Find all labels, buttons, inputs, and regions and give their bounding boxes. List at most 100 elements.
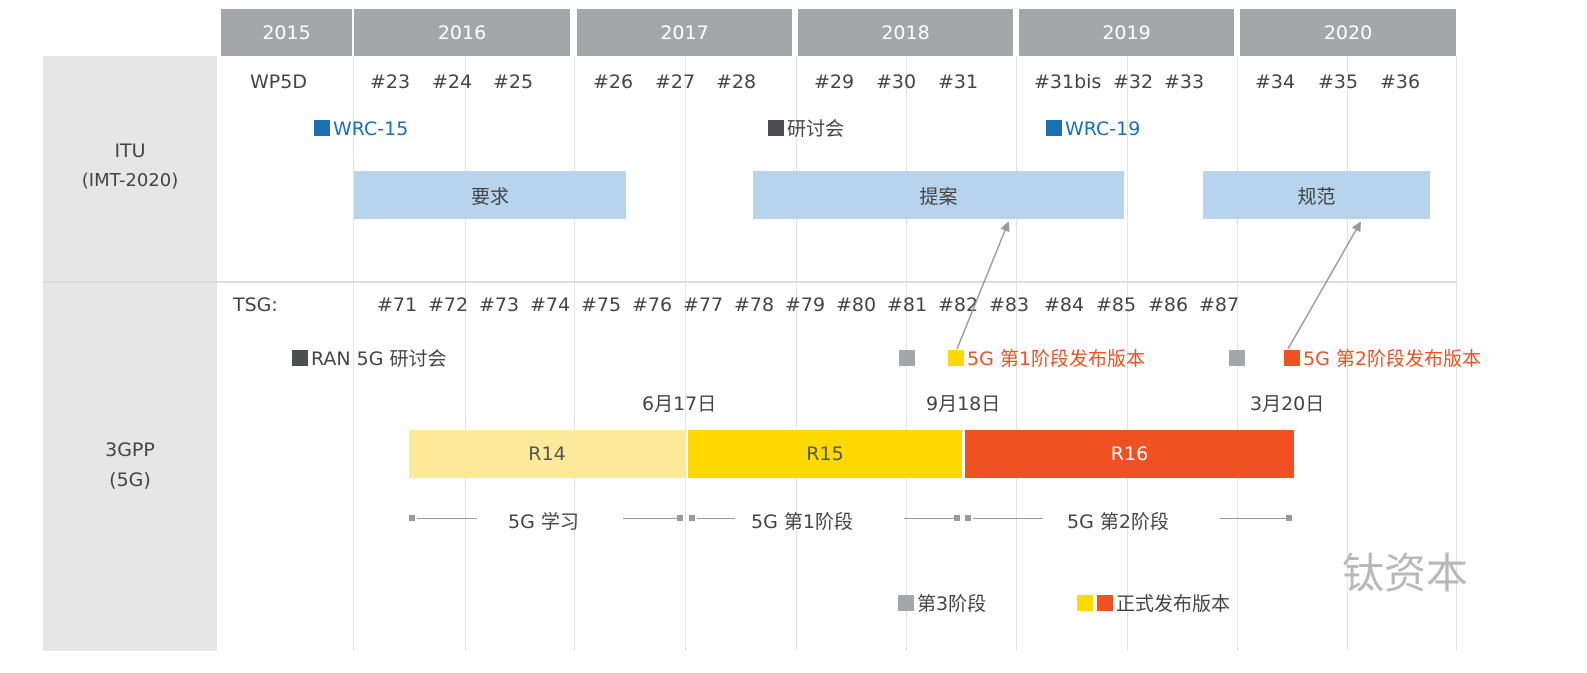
phase1-release-event: 5G 第1阶段发布版本 [948,347,1145,371]
itu-meeting: #24 [432,71,473,93]
grid-line [465,56,466,651]
wp5d-label: WP5D [250,71,307,93]
itu-meeting: #35 [1318,71,1359,93]
dark-square-icon [768,120,784,136]
year-2018: 2018 [798,9,1013,56]
tsg-meeting: #75 [581,294,622,316]
tsg-meeting: #85 [1096,294,1137,316]
itu-proposals-box: 提案 [753,171,1124,219]
year-2020: 2020 [1240,9,1456,56]
itu-meeting: #34 [1255,71,1296,93]
yellow-square-icon [948,350,964,366]
legend-official-release: 正式发布版本 [1077,592,1230,616]
itu-requirements-box: 要求 [354,171,626,219]
range-line [973,518,1043,519]
blue-square-icon [1046,120,1062,136]
ran-workshop-label: RAN 5G 研讨会 [311,348,447,370]
grid-line [353,56,354,651]
grid-line [1456,56,1457,651]
itu-meeting: #29 [814,71,855,93]
itu-meeting: #32 [1113,71,1154,93]
range-end-marker [677,515,683,521]
tsg-meeting: #73 [479,294,520,316]
gpp-side-panel: 3GPP (5G) [43,283,217,651]
specification-label: 规范 [1297,185,1336,208]
gpp-title: 3GPP [105,439,155,461]
requirements-label: 要求 [470,185,509,208]
range-end-marker [409,515,415,521]
year-2017: 2017 [577,9,792,56]
legend-phase3: 第3阶段 [898,592,986,616]
section-separator [43,281,1457,283]
tsg-meeting: #86 [1148,294,1189,316]
grid-line [796,56,797,651]
date-label: 6月17日 [642,393,717,415]
year-2019: 2019 [1019,9,1234,56]
arrow-phase2-to-specification [1287,221,1361,350]
r16-label: R16 [1110,443,1149,465]
arrow-phase1-to-proposals [956,221,1010,350]
phase2-release-event: 5G 第2阶段发布版本 [1284,347,1481,371]
date-label: 9月18日 [926,393,1001,415]
gray-square-icon [899,350,915,366]
itu-meeting: #25 [493,71,534,93]
itu-meeting: #33 [1164,71,1205,93]
r15-label: R15 [806,443,844,465]
range-line [697,518,735,519]
grid-line [1127,56,1128,651]
tsg-meeting: #77 [683,294,724,316]
tsg-meeting: #78 [734,294,775,316]
gray-square-icon [898,595,914,611]
itu-meeting: #23 [370,71,411,93]
phase1-label: 5G 第1阶段 [751,511,853,533]
release-bar-r16: R16 [965,430,1294,478]
year-2016: 2016 [354,9,570,56]
grid-line [1347,56,1348,651]
orange-square-icon [1097,595,1113,611]
ran-workshop-event: RAN 5G 研讨会 [292,347,447,371]
range-line [417,518,477,519]
range-line [1220,518,1286,519]
tsg-meeting: #87 [1199,294,1240,316]
phase1-release-label: 5G 第1阶段发布版本 [967,348,1145,370]
itu-meeting: #31 [938,71,979,93]
dark-square-icon [292,350,308,366]
itu-meeting: #31bis [1034,71,1102,93]
tsg-meeting: #72 [428,294,469,316]
gpp-subtitle: (5G) [109,469,151,491]
grid-line [1016,56,1017,651]
orange-square-icon [1284,350,1300,366]
tsg-meeting: #82 [938,294,979,316]
range-end-marker [1286,515,1292,521]
wrc15-event: WRC-15 [314,117,408,141]
itu-meeting: #30 [876,71,917,93]
itu-meeting: #27 [655,71,696,93]
legend-phase3-label: 第3阶段 [917,593,987,615]
release-bar-r15: R15 [688,430,962,478]
workshop-event: 研讨会 [768,117,844,141]
itu-meeting: #36 [1380,71,1421,93]
tsg-meeting: #84 [1044,294,1085,316]
range-end-marker [965,515,971,521]
r14-label: R14 [528,443,566,465]
itu-subtitle: (IMT-2020) [81,170,179,191]
yellow-square-icon [1077,595,1093,611]
wrc15-label: WRC-15 [333,118,409,140]
tsg-meeting: #81 [887,294,928,316]
grid-line [574,56,575,651]
itu-meeting: #28 [716,71,757,93]
tsg-meeting: #80 [836,294,877,316]
itu-side-panel: ITU (IMT-2020) [43,56,217,281]
itu-specification-box: 规范 [1203,171,1430,219]
tsg-meeting: #83 [989,294,1030,316]
wrc19-label: WRC-19 [1065,118,1141,140]
tsg-meeting: #76 [632,294,673,316]
grid-line [685,56,686,651]
year-2015: 2015 [221,9,352,56]
range-line [904,518,954,519]
proposals-label: 提案 [919,185,958,208]
wrc19-event: WRC-19 [1046,117,1140,141]
itu-title: ITU [114,140,146,162]
tsg-label: TSG: [233,294,278,316]
